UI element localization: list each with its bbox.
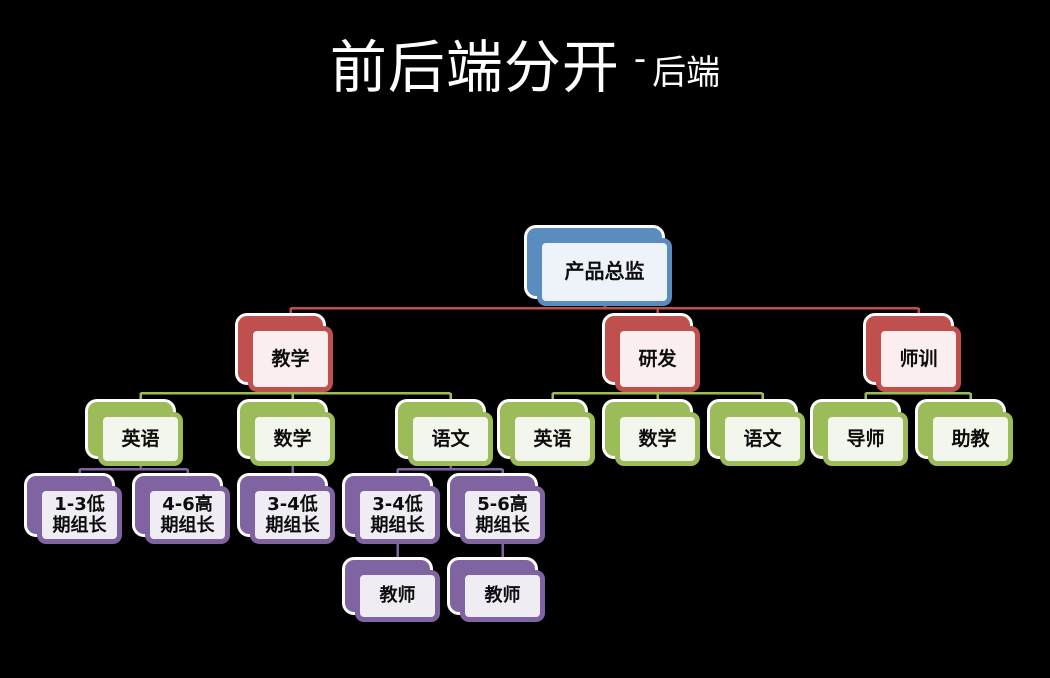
title-separator: - [633, 39, 647, 79]
node-label: 教师 [484, 585, 521, 607]
node-front-card: 3-4低 期组长 [355, 486, 440, 544]
node-front-card: 产品总监 [537, 238, 672, 306]
node-front-card: 英语 [510, 412, 595, 466]
node-label: 研发 [638, 347, 677, 370]
node-front-card: 语文 [408, 412, 493, 466]
node-label: 数学 [273, 427, 312, 450]
node-front-card: 数学 [250, 412, 335, 466]
node-label: 5-6高 期组长 [475, 493, 530, 536]
org-node-sx-zhu[interactable]: 助教 [918, 402, 1013, 466]
org-node-l3[interactable]: 3-4低 期组长 [240, 476, 335, 544]
org-node-yanfa[interactable]: 研发 [605, 316, 700, 392]
node-front-card: 师训 [876, 326, 961, 392]
node-front-card: 研发 [615, 326, 700, 392]
org-node-t2[interactable]: 教师 [450, 560, 545, 622]
org-node-t1[interactable]: 教师 [345, 560, 440, 622]
node-label: 4-6高 期组长 [160, 493, 215, 536]
node-front-card: 教师 [460, 570, 545, 622]
org-node-yf-math[interactable]: 数学 [605, 402, 700, 466]
org-node-yf-chn[interactable]: 语文 [710, 402, 805, 466]
org-node-jx-math[interactable]: 数学 [240, 402, 335, 466]
node-front-card: 教学 [248, 326, 333, 392]
node-label: 师训 [899, 347, 938, 370]
node-front-card: 语文 [720, 412, 805, 466]
node-label: 导师 [846, 427, 885, 450]
node-front-card: 导师 [823, 412, 908, 466]
node-front-card: 5-6高 期组长 [460, 486, 545, 544]
node-front-card: 4-6高 期组长 [145, 486, 230, 544]
org-node-l2[interactable]: 4-6高 期组长 [135, 476, 230, 544]
node-label: 语文 [431, 427, 470, 450]
node-label: 1-3低 期组长 [52, 493, 107, 536]
org-node-jx-eng[interactable]: 英语 [88, 402, 183, 466]
org-node-l1[interactable]: 1-3低 期组长 [27, 476, 122, 544]
node-label: 3-4低 期组长 [265, 493, 320, 536]
node-front-card: 助教 [928, 412, 1013, 466]
node-front-card: 1-3低 期组长 [37, 486, 122, 544]
title-main-text: 前后端分开 [329, 35, 620, 101]
org-node-shixun[interactable]: 师训 [866, 316, 961, 392]
org-node-jiaoxue[interactable]: 教学 [238, 316, 333, 392]
node-label: 产品总监 [564, 259, 645, 284]
node-label: 助教 [951, 427, 990, 450]
node-label: 教学 [271, 347, 310, 370]
org-node-yf-eng[interactable]: 英语 [500, 402, 595, 466]
node-front-card: 英语 [98, 412, 183, 466]
org-node-l5[interactable]: 5-6高 期组长 [450, 476, 545, 544]
node-label: 英语 [533, 427, 572, 450]
node-front-card: 数学 [615, 412, 700, 466]
node-label: 3-4低 期组长 [370, 493, 425, 536]
node-label: 数学 [638, 427, 677, 450]
node-front-card: 3-4低 期组长 [250, 486, 335, 544]
title-subtitle-text: 后端 [652, 52, 721, 93]
node-label: 教师 [379, 585, 416, 607]
node-front-card: 教师 [355, 570, 440, 622]
slide-title: 前后端分开-后端 [0, 22, 1050, 104]
org-node-root[interactable]: 产品总监 [527, 228, 672, 306]
node-label: 英语 [121, 427, 160, 450]
node-label: 语文 [743, 427, 782, 450]
org-node-jx-chn[interactable]: 语文 [398, 402, 493, 466]
org-node-sx-dao[interactable]: 导师 [813, 402, 908, 466]
org-node-l4[interactable]: 3-4低 期组长 [345, 476, 440, 544]
